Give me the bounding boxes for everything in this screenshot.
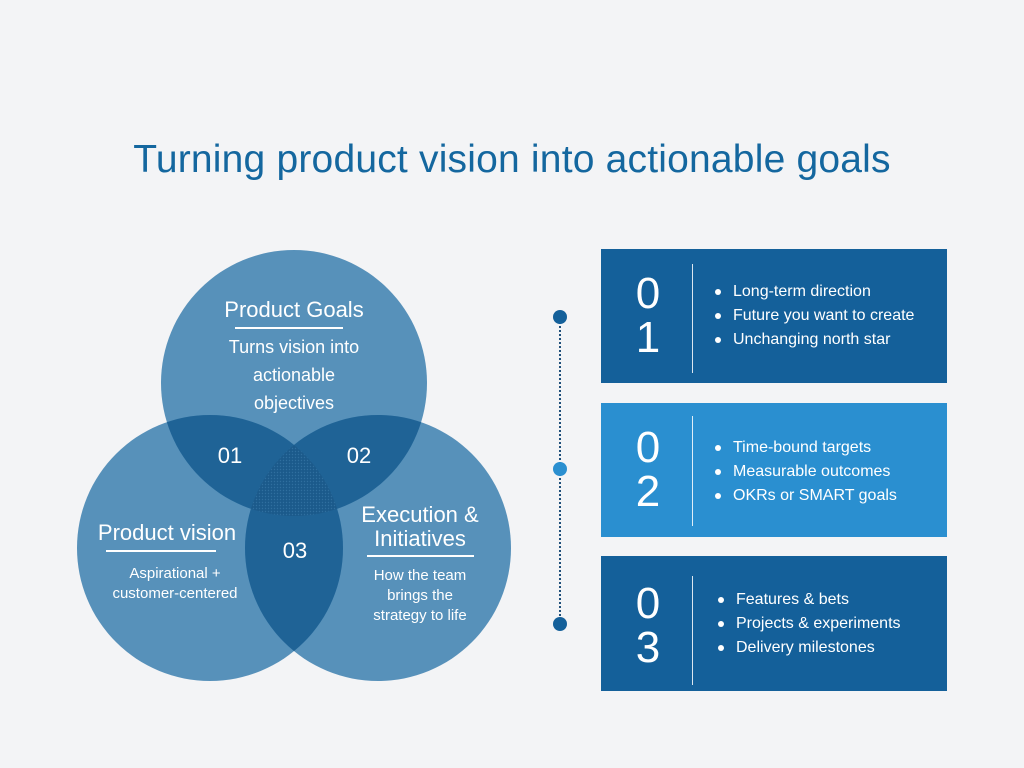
step-list-1: Long-term direction Future you want to c… xyxy=(713,280,914,352)
step-number-3: 0 3 xyxy=(635,579,661,672)
step-card-1: 0 1 Long-term direction Future you want … xyxy=(601,249,947,383)
list-item: OKRs or SMART goals xyxy=(713,484,897,508)
overlap-center xyxy=(245,415,343,516)
step-number-1: 0 1 xyxy=(635,269,661,362)
product-goals-body: Turns vision into actionable objectives xyxy=(228,337,360,413)
overlap-label-03: 03 xyxy=(282,538,308,563)
timeline-dot-3 xyxy=(553,617,567,631)
product-goals-heading: Product Goals xyxy=(224,297,364,322)
list-item: Unchanging north star xyxy=(713,328,914,352)
execution-heading: Execution & Initiatives xyxy=(361,502,479,551)
step-list-2: Time-bound targets Measurable outcomes O… xyxy=(713,436,897,508)
overlap-label-02: 02 xyxy=(346,443,372,468)
list-item: Projects & experiments xyxy=(716,612,901,636)
list-item: Measurable outcomes xyxy=(713,460,897,484)
list-item: Future you want to create xyxy=(713,304,914,328)
venn-diagram xyxy=(77,250,511,681)
product-goals-underline xyxy=(235,327,343,329)
execution-underline xyxy=(367,555,474,557)
product-vision-heading: Product vision xyxy=(97,520,237,545)
timeline-dot-2 xyxy=(553,462,567,476)
card-divider xyxy=(692,264,693,373)
card-divider xyxy=(692,416,693,526)
card-divider xyxy=(692,576,693,685)
list-item: Time-bound targets xyxy=(713,436,897,460)
step-list-3: Features & bets Projects & experiments D… xyxy=(716,588,901,660)
product-vision-body: Aspirational + customer-centered xyxy=(112,565,238,602)
execution-body: How the team brings the strategy to life xyxy=(373,567,467,624)
timeline-dot-1 xyxy=(553,310,567,324)
list-item: Features & bets xyxy=(716,588,901,612)
step-card-2: 0 2 Time-bound targets Measurable outcom… xyxy=(601,403,947,537)
step-number-2: 0 2 xyxy=(635,423,661,516)
list-item: Delivery milestones xyxy=(716,636,901,660)
page-title: Turning product vision into actionable g… xyxy=(133,138,891,181)
overlap-label-01: 01 xyxy=(217,443,243,468)
list-item: Long-term direction xyxy=(713,280,914,304)
step-card-3: 0 3 Features & bets Projects & experimen… xyxy=(601,556,947,691)
product-vision-underline xyxy=(106,550,216,552)
